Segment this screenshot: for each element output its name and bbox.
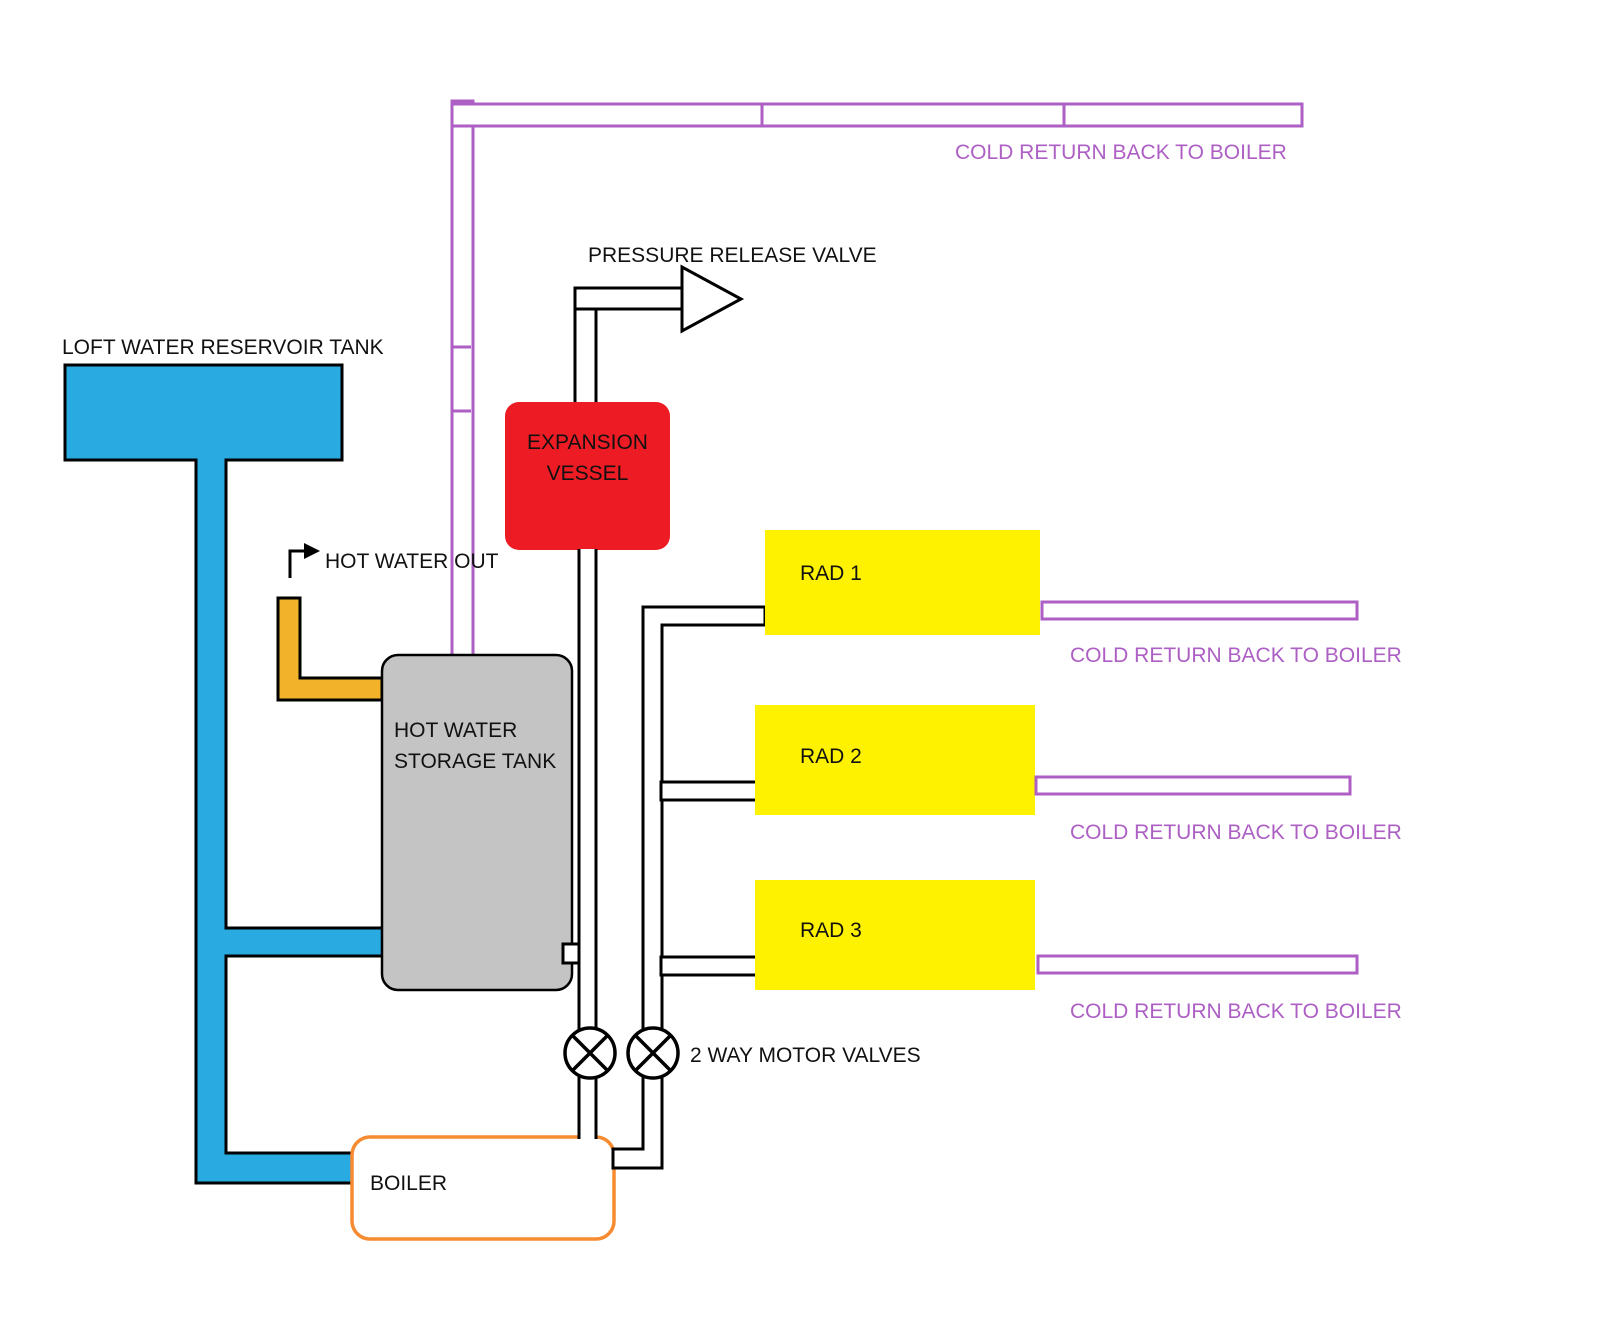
- valve-x-line: [634, 1034, 672, 1072]
- expansion-vessel: [505, 402, 670, 550]
- hot-water-out-arrow: [288, 549, 306, 578]
- rad3-cold-return-pipe: [1036, 954, 1359, 975]
- rad2-branch-pipe: [659, 780, 759, 802]
- motor-valve-2: [626, 1026, 680, 1080]
- motor-valve-1: [563, 1026, 617, 1080]
- rad2-cold-return-pipe: [1034, 775, 1352, 796]
- loft-water-reservoir-tank: [63, 363, 387, 1185]
- rad1-cold-return-pipe: [1040, 600, 1359, 621]
- rad1-label: RAD 1: [800, 562, 862, 585]
- radiator-flow-pipe: [611, 605, 767, 1170]
- hot-water-storage-tank: [380, 653, 574, 992]
- rad3-label: RAD 3: [800, 919, 862, 942]
- radiator-2: [755, 705, 1035, 815]
- pressure-release-pipe-horizontal: [573, 286, 684, 311]
- hot-water-out-arrowhead: [304, 543, 320, 559]
- boiler-label: BOILER: [370, 1172, 448, 1195]
- loft-tank-label: LOFT WATER RESERVOIR TANK: [62, 336, 384, 359]
- motor-valves-label: 2 WAY MOTOR VALVES: [690, 1044, 921, 1067]
- hot-water-out-label: HOT WATER OUT: [325, 550, 499, 573]
- radiator-3: [755, 880, 1035, 990]
- boiler: [350, 1135, 616, 1241]
- pressure-release-valve-icon: [680, 264, 745, 334]
- hot-water-out-pipe: [276, 596, 384, 702]
- cold-return-top-pipe: [450, 102, 1304, 128]
- rad2-cold-return-label: COLD RETURN BACK TO BOILER: [1070, 821, 1402, 844]
- radiator-1: [765, 530, 1040, 635]
- rad1-cold-return-label: COLD RETURN BACK TO BOILER: [1070, 644, 1402, 667]
- rad3-branch-pipe: [659, 955, 759, 977]
- rad2-label: RAD 2: [800, 745, 862, 768]
- rad3-cold-return-label: COLD RETURN BACK TO BOILER: [1070, 1000, 1402, 1023]
- pressure-release-valve-label: PRESSURE RELEASE VALVE: [588, 244, 877, 267]
- hot-water-tank-label: HOT WATER STORAGE TANK: [394, 719, 557, 773]
- cold-return-top-label: COLD RETURN BACK TO BOILER: [955, 141, 1287, 164]
- valve-x-line: [571, 1034, 609, 1072]
- expansion-vessel-label: EXPANSION VESSEL: [527, 431, 648, 485]
- boiler-flow-pipe-fill: [577, 549, 598, 1139]
